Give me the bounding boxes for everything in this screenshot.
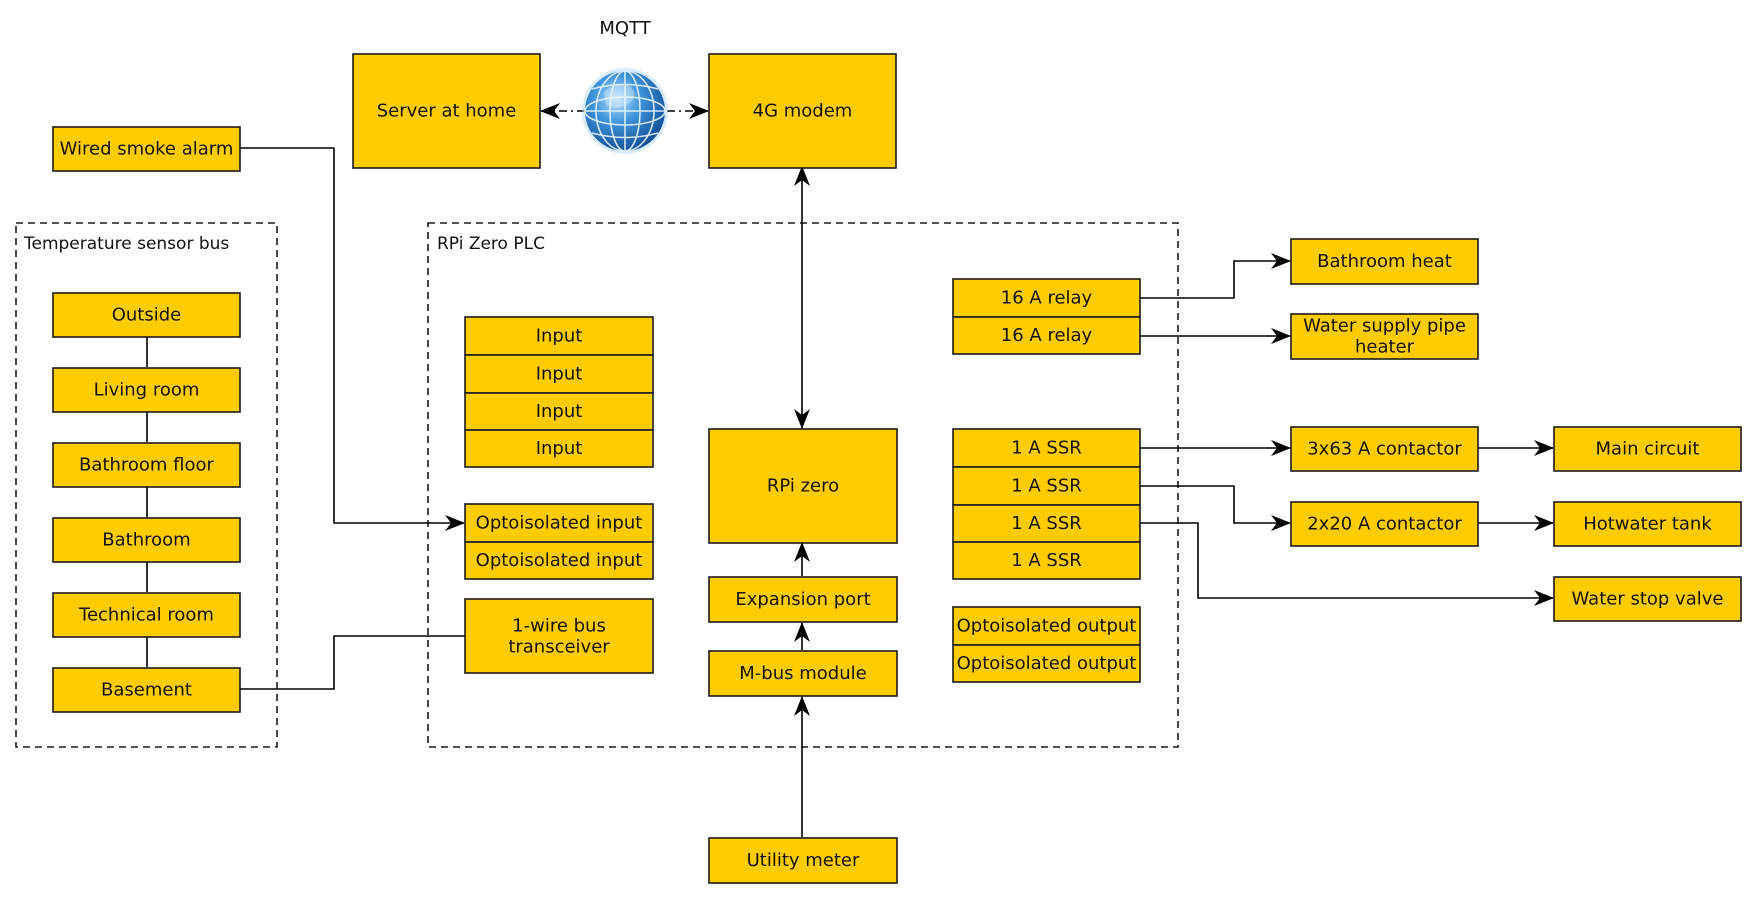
input-2-box: Input [464, 354, 654, 394]
utility-meter-label: Utility meter [747, 850, 860, 871]
modem-label: 4G modem [753, 101, 853, 122]
modem-box: 4G modem [708, 53, 897, 169]
server-label: Server at home [377, 101, 517, 122]
opto-output-1-label: Optoisolated output [957, 616, 1137, 637]
input-1-box: Input [464, 316, 654, 356]
ssr-3-box: 1 A SSR [952, 504, 1141, 543]
mbus-module-label: M-bus module [739, 663, 866, 684]
pipe-heater-label-line2: heater [1355, 337, 1415, 358]
plc-label: RPi Zero PLC [437, 234, 545, 254]
sensor-bathroom-box: Bathroom [52, 517, 241, 563]
sensor-living-room-label: Living room [94, 380, 200, 401]
expansion-port-box: Expansion port [708, 576, 898, 623]
bathroom-heat-box: Bathroom heat [1290, 238, 1479, 285]
smoke-alarm-label: Wired smoke alarm [60, 139, 234, 160]
relay1-wire [1140, 253, 1291, 299]
opto-input-1-label: Optoisolated input [476, 513, 643, 534]
mqtt-label: MQTT [599, 18, 651, 39]
bathroom-heat-label: Bathroom heat [1317, 251, 1452, 272]
opto-output-2-label: Optoisolated output [957, 653, 1137, 674]
onewire-transceiver-box: 1-wire bus transceiver [464, 598, 654, 674]
opto-input-1-box: Optoisolated input [464, 503, 654, 543]
sensor-bathroom-label: Bathroom [102, 530, 190, 551]
opto-output-1-box: Optoisolated output [952, 606, 1141, 646]
relay-1-box: 16 A relay [952, 278, 1141, 318]
opto-input-2-box: Optoisolated input [464, 541, 654, 580]
opto-input-2-label: Optoisolated input [476, 550, 643, 571]
onewire-label-line1: 1-wire bus [512, 616, 606, 637]
sensor-bathroom-floor-label: Bathroom floor [79, 455, 214, 476]
main-circuit-label: Main circuit [1596, 439, 1700, 460]
sensor-outside-box: Outside [52, 292, 241, 338]
input-4-box: Input [464, 429, 654, 468]
expansion-port-label: Expansion port [735, 589, 870, 610]
main-circuit-box: Main circuit [1553, 426, 1742, 472]
water-stop-valve-label: Water stop valve [1572, 589, 1724, 610]
temperature-bus-group [15, 222, 278, 748]
ssr-1-box: 1 A SSR [952, 428, 1141, 468]
contactor-3x63-box: 3x63 A contactor [1290, 426, 1479, 472]
opto-output-2-box: Optoisolated output [952, 644, 1141, 683]
sensor-basement-box: Basement [52, 667, 241, 713]
smoke-alarm-wire [240, 147, 465, 531]
server-box: Server at home [352, 53, 541, 169]
ssr2-wire [1140, 485, 1291, 531]
input-3-box: Input [464, 392, 654, 431]
relay-2-label: 16 A relay [1001, 325, 1093, 346]
sensor-technical-room-box: Technical room [52, 592, 241, 638]
onewire-wire [240, 635, 465, 690]
mbus-module-box: M-bus module [708, 650, 898, 697]
pipe-heater-label-line1: Water supply pipe [1303, 316, 1466, 337]
hotwater-tank-label: Hotwater tank [1583, 514, 1712, 535]
sensor-bathroom-floor-box: Bathroom floor [52, 442, 241, 488]
contactor-3x63-label: 3x63 A contactor [1307, 439, 1462, 460]
onewire-label-line2: transceiver [508, 637, 610, 658]
temperature-bus-label: Temperature sensor bus [23, 234, 229, 254]
rpi-zero-box: RPi zero [708, 428, 898, 544]
contactor-2x20-label: 2x20 A contactor [1307, 514, 1462, 535]
utility-meter-box: Utility meter [708, 837, 898, 884]
water-stop-valve-box: Water stop valve [1553, 576, 1742, 622]
sensor-basement-label: Basement [101, 680, 192, 701]
ssr3-wire [1140, 522, 1554, 606]
input-4-label: Input [536, 438, 583, 459]
sensor-living-room-box: Living room [52, 367, 241, 413]
ssr-3-label: 1 A SSR [1011, 513, 1082, 534]
ssr-1-label: 1 A SSR [1011, 438, 1082, 459]
sensor-outside-label: Outside [112, 305, 182, 326]
input-2-label: Input [536, 364, 583, 385]
ssr-2-box: 1 A SSR [952, 466, 1141, 506]
rpi-zero-label: RPi zero [767, 476, 839, 497]
globe-icon [582, 68, 668, 154]
contactor-2x20-box: 2x20 A contactor [1290, 501, 1479, 547]
sensor-technical-room-label: Technical room [78, 605, 214, 626]
ssr-4-label: 1 A SSR [1011, 550, 1082, 571]
relay-2-box: 16 A relay [952, 316, 1141, 355]
pipe-heater-box: Water supply pipe heater [1290, 313, 1479, 360]
smoke-alarm-box: Wired smoke alarm [52, 126, 241, 172]
input-1-label: Input [536, 326, 583, 347]
hotwater-tank-box: Hotwater tank [1553, 501, 1742, 547]
ssr-2-label: 1 A SSR [1011, 476, 1082, 497]
relay-1-label: 16 A relay [1001, 288, 1093, 309]
input-3-label: Input [536, 401, 583, 422]
ssr-4-box: 1 A SSR [952, 541, 1141, 580]
